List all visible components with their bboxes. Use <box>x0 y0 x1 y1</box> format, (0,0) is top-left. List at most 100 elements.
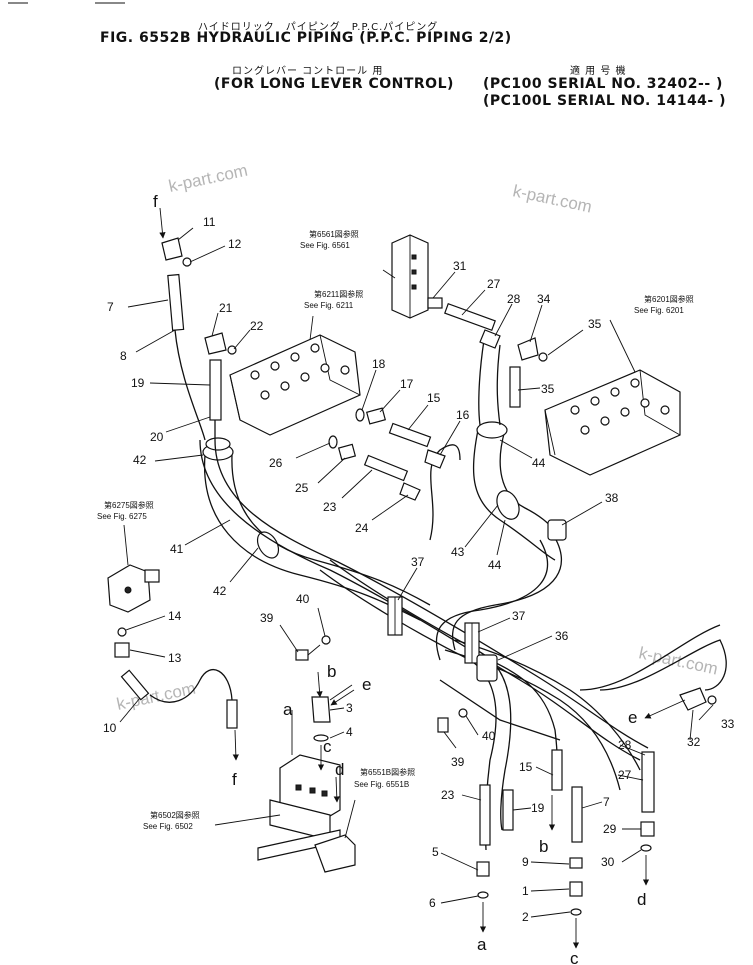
clamp-36 <box>476 654 498 682</box>
flow-letter: f <box>232 770 237 789</box>
part-label: 28 <box>618 738 632 752</box>
svg-text:第6201図参照: 第6201図参照 <box>644 294 694 304</box>
hose-column-left <box>476 784 514 899</box>
flow-letter: d <box>637 890 646 909</box>
svg-text:See Fig. 6561: See Fig. 6561 <box>300 241 350 250</box>
part-label: 37 <box>512 609 526 623</box>
part-label: 24 <box>355 521 369 535</box>
flow-letter: c <box>323 737 332 756</box>
part-label: 15 <box>427 391 441 405</box>
flow-letter: a <box>283 700 293 719</box>
part-label: 39 <box>451 755 465 769</box>
part-label: 10 <box>103 721 117 735</box>
part-label: 27 <box>487 277 501 291</box>
valve-6275 <box>107 564 160 613</box>
jp-applicable-models: 適 用 号 機 <box>570 66 627 77</box>
part-label: 34 <box>537 292 551 306</box>
bottom-assembly-6502 <box>257 754 356 873</box>
part-label: 26 <box>269 456 283 470</box>
part-label: 2 <box>522 910 529 924</box>
part-label: 32 <box>687 735 701 749</box>
part-label: 3 <box>346 701 353 715</box>
hose-column-right <box>551 749 583 916</box>
flow-letters: f f e b d a c <box>153 192 646 965</box>
fitting-26-25 <box>328 435 357 461</box>
hose-15-16 <box>388 422 446 469</box>
part-label: 23 <box>441 788 455 802</box>
part-label: 36 <box>555 629 569 643</box>
flow-letter: e <box>362 675 371 694</box>
ref-fig-6211: 第6211図参照 See Fig. 6211 <box>304 289 363 310</box>
ref-fig-6275: 第6275図参照 See Fig. 6275 <box>97 500 154 521</box>
svg-text:See Fig. 6275: See Fig. 6275 <box>97 512 147 521</box>
part-labels: 11 12 7 8 21 22 19 20 42 41 42 31 27 28 … <box>103 215 735 924</box>
part-label: 19 <box>131 376 145 390</box>
part-label: 44 <box>488 558 502 572</box>
part-label: 16 <box>456 408 470 422</box>
part-label: 14 <box>168 609 182 623</box>
part-label: 21 <box>219 301 233 315</box>
part-label: 28 <box>507 292 521 306</box>
part-label: 6 <box>429 896 436 910</box>
leader-lines <box>119 227 714 918</box>
flow-letter: a <box>477 935 487 954</box>
part-label: 40 <box>296 592 310 606</box>
part-label: 15 <box>519 760 533 774</box>
flow-letter: d <box>335 760 344 779</box>
jp-subtitle: ロングレバー コントロール 用 <box>232 66 384 77</box>
clamp-38 <box>547 519 567 541</box>
part-label: 42 <box>213 584 227 598</box>
svg-text:See Fig. 6551B: See Fig. 6551B <box>354 780 409 789</box>
fitting-32-33 <box>679 687 717 711</box>
svg-text:See Fig. 6502: See Fig. 6502 <box>143 822 193 831</box>
svg-text:第6551B図参照: 第6551B図参照 <box>360 767 415 777</box>
part-label: 44 <box>532 456 546 470</box>
part-label: 39 <box>260 611 274 625</box>
part-label: 29 <box>603 822 617 836</box>
part-label: 17 <box>400 377 414 391</box>
flow-letter: f <box>153 192 158 211</box>
part-label: 1 <box>522 884 529 898</box>
left-protective-sleeve <box>202 437 431 621</box>
part-label: 30 <box>601 855 615 869</box>
part-label: 23 <box>323 500 337 514</box>
watermark-1: k-part.com <box>167 161 249 196</box>
part-label: 40 <box>482 729 496 743</box>
ref-fig-6561: 第6561図参照 See Fig. 6561 <box>300 229 359 250</box>
part-label: 41 <box>170 542 184 556</box>
watermark-2: k-part.com <box>511 181 593 216</box>
pipe-bundle <box>199 439 727 851</box>
part-label: 22 <box>250 319 264 333</box>
part-label: 5 <box>432 845 439 859</box>
serial-range-pc100l: (PC100L SERIAL NO. 14144- ) <box>483 93 727 109</box>
flow-letter: b <box>327 662 336 681</box>
clamp-37-b <box>464 622 480 664</box>
part-label: 20 <box>150 430 164 444</box>
flow-letter: c <box>570 949 579 965</box>
serial-range-pc100: (PC100 SERIAL NO. 32402-- ) <box>483 76 723 92</box>
jp-title: ハイドロリック パイピング P.P.C.パイピング <box>198 22 439 33</box>
hose-27-28-top <box>427 297 501 349</box>
svg-text:第6211図参照: 第6211図参照 <box>314 289 363 299</box>
bolt-39-40-lower <box>437 708 468 733</box>
part-label: 35 <box>541 382 555 396</box>
part-label: 18 <box>372 357 386 371</box>
part-label: 43 <box>451 545 465 559</box>
flow-letter: e <box>628 708 637 727</box>
svg-text:第6561図参照: 第6561図参照 <box>309 229 359 239</box>
bolt-39-40-upper <box>295 635 331 661</box>
hose-23-24 <box>363 454 421 501</box>
ref-fig-6201: 第6201図参照 See Fig. 6201 <box>634 294 694 315</box>
flow-arrows <box>159 207 686 949</box>
part-label: 19 <box>531 801 545 815</box>
part-label: 35 <box>588 317 602 331</box>
flow-letter: b <box>539 837 548 856</box>
part-label: 37 <box>411 555 425 569</box>
part-label: 31 <box>453 259 467 273</box>
part-label: 11 <box>203 215 216 229</box>
right-protective-sleeve <box>472 339 561 561</box>
part-label: 33 <box>721 717 735 731</box>
part-label: 8 <box>120 349 127 363</box>
control-valve-right <box>544 369 681 476</box>
